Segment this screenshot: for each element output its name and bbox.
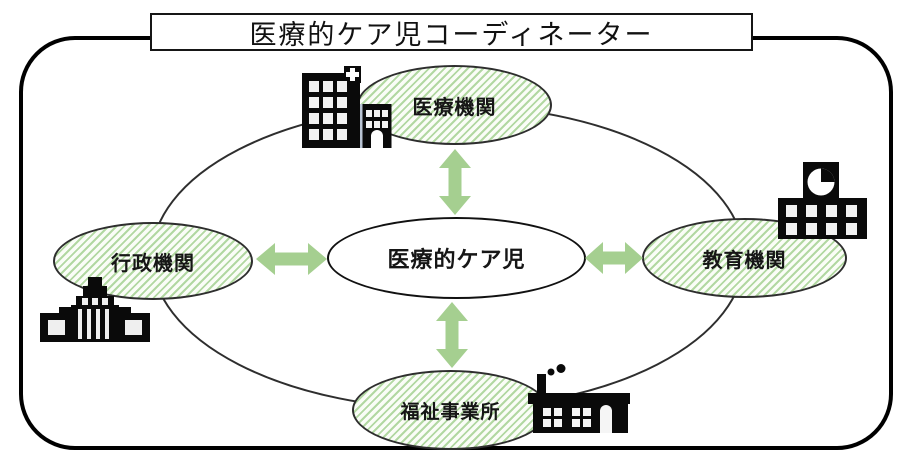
node-medical-label: 医療機関 (412, 94, 497, 119)
node-welfare-label: 福祉事業所 (400, 400, 501, 423)
welfare-office-icon (528, 364, 630, 433)
arrow-right-icon (585, 242, 643, 274)
arrow-top-icon (439, 149, 471, 215)
node-medical-care-child: 医療的ケア児 (327, 217, 586, 299)
node-government-agency: 行政機関 (53, 222, 253, 300)
title-box: 医療的ケア児コーディネーター (150, 13, 753, 51)
arrow-bottom-icon (436, 302, 468, 368)
node-center-label: 医療的ケア児 (387, 248, 526, 273)
node-welfare-office: 福祉事業所 (352, 370, 549, 450)
hospital-icon (302, 66, 392, 148)
node-government-label: 行政機関 (111, 250, 195, 275)
page-title: 医療的ケア児コーディネーター (249, 19, 654, 51)
arrow-left-icon (256, 243, 327, 275)
government-building-icon (40, 277, 150, 342)
node-education-label: 教育機関 (702, 247, 787, 272)
school-icon (778, 162, 867, 239)
